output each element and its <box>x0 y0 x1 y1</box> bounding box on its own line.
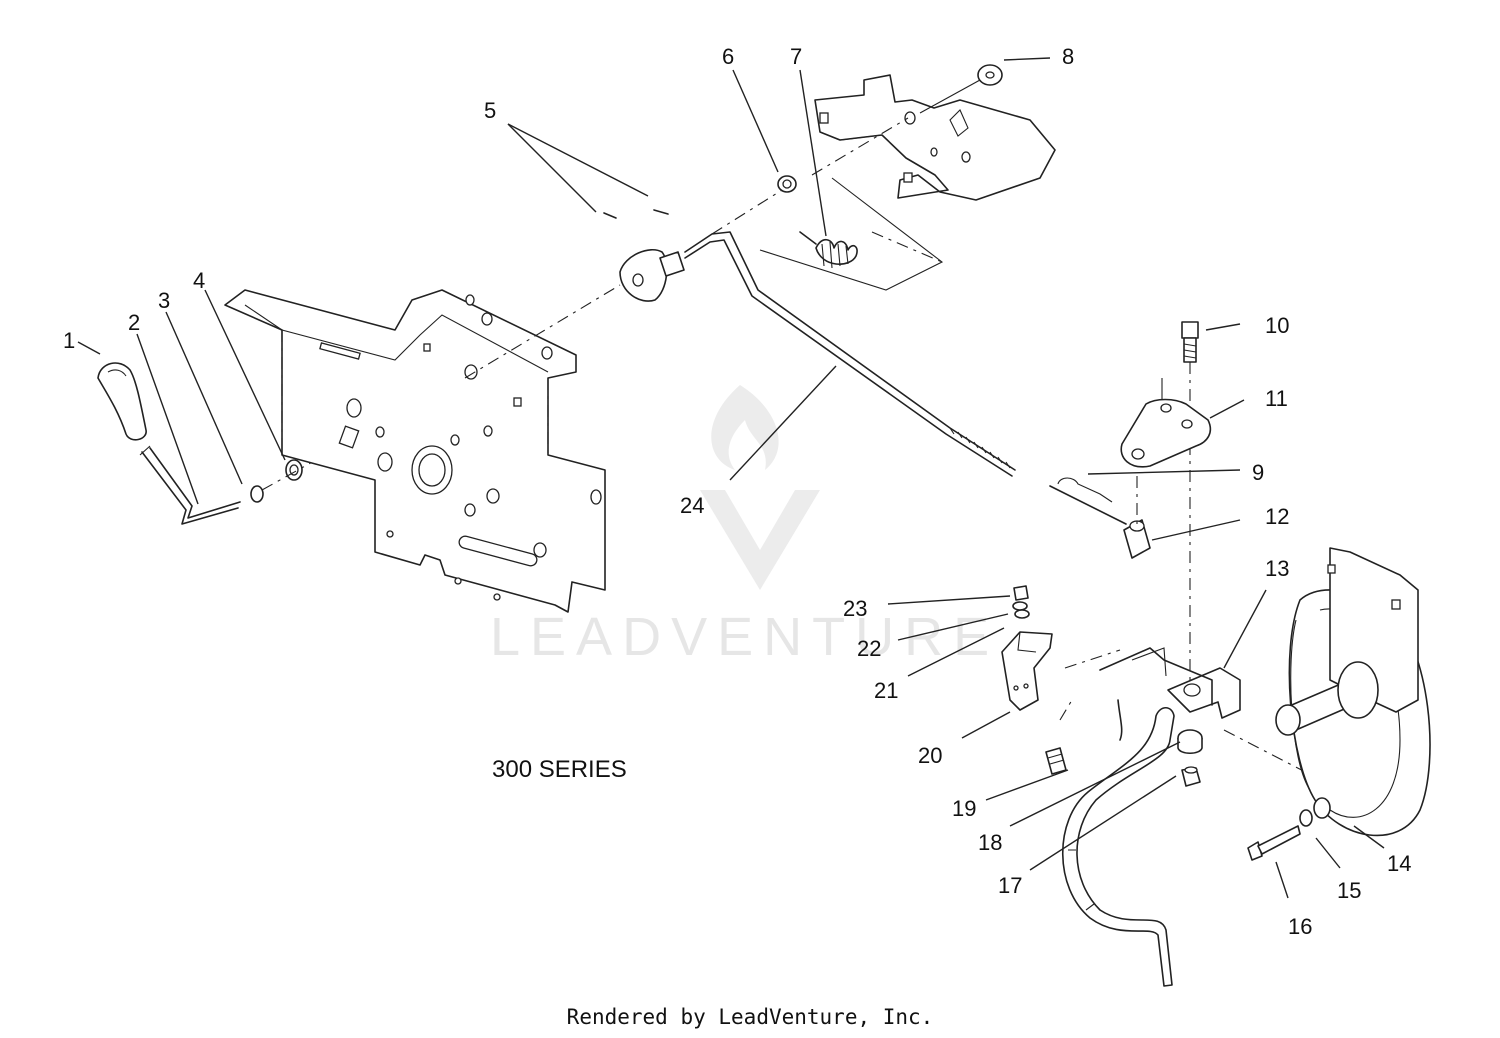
leader-lines <box>77 57 1385 899</box>
frame-plate <box>224 289 606 613</box>
shift-lever <box>139 445 241 525</box>
callout-7: 7 <box>790 44 802 69</box>
watermark-text: LEADVENTURE <box>490 607 999 667</box>
footer-credit: Rendered by LeadVenture, Inc. <box>567 1005 934 1029</box>
callout-9: 9 <box>1252 460 1264 485</box>
callout-19: 19 <box>952 796 976 821</box>
callout-2: 2 <box>128 310 140 335</box>
washer-small <box>250 485 264 503</box>
callout-23: 23 <box>843 596 867 621</box>
callout-20: 20 <box>918 743 942 768</box>
axis-line-bracket <box>1064 649 1121 669</box>
axis-line-upper <box>811 117 909 176</box>
callout-16: 16 <box>1288 914 1312 939</box>
callout-1: 1 <box>63 328 75 353</box>
small-nut <box>1013 585 1029 601</box>
flange-nut <box>1181 766 1201 787</box>
washer-lock <box>1299 809 1313 827</box>
callout-17: 17 <box>998 873 1022 898</box>
callout-10: 10 <box>1265 313 1289 338</box>
series-caption: 300 SERIES <box>492 756 627 783</box>
pin-2 <box>653 209 669 215</box>
callout-24: 24 <box>680 493 704 518</box>
triangle-plate <box>1120 398 1212 468</box>
pin-1 <box>603 212 617 219</box>
link-arm <box>1049 485 1127 525</box>
bolt-top <box>1181 321 1199 363</box>
bushing <box>285 459 303 481</box>
callout-18: 18 <box>978 830 1002 855</box>
axis-line-spring <box>871 231 943 263</box>
shift-cam <box>619 248 685 302</box>
spring-panel-outline <box>759 177 944 291</box>
link-clip <box>1057 477 1113 503</box>
callout-5: 5 <box>484 98 496 123</box>
washer-top <box>977 64 1003 86</box>
upper-bracket <box>814 74 1056 201</box>
callout-6: 6 <box>722 44 734 69</box>
callout-22: 22 <box>857 636 881 661</box>
nut <box>777 175 797 193</box>
callout-15: 15 <box>1337 878 1361 903</box>
axis-line-mid <box>464 284 621 379</box>
collar <box>1123 519 1151 559</box>
lower-bracket <box>1099 647 1241 741</box>
bolt-lower <box>1247 825 1301 861</box>
callout-14: 14 <box>1387 851 1411 876</box>
pulley-shaft <box>1275 661 1379 736</box>
brake-rod <box>1062 706 1175 987</box>
callout-21: 21 <box>874 678 898 703</box>
callout-12: 12 <box>1265 504 1289 529</box>
handle-knob <box>97 362 147 441</box>
callout-11: 11 <box>1265 386 1288 411</box>
callout-3: 3 <box>158 288 170 313</box>
brake-bracket <box>1001 631 1053 711</box>
callout-4: 4 <box>193 268 205 293</box>
washer-guide <box>919 79 981 114</box>
spring <box>799 231 858 269</box>
callout-8: 8 <box>1062 44 1074 69</box>
shift-rod <box>684 231 1016 477</box>
carriage-bolt <box>1045 747 1067 775</box>
small-washer-b <box>1014 609 1030 619</box>
watermark-logo <box>700 385 820 590</box>
callout-13: 13 <box>1265 556 1289 581</box>
small-washer-a <box>1012 601 1028 611</box>
spacer <box>1177 729 1203 755</box>
washer-flat <box>1313 797 1331 819</box>
axis-line-bolt <box>1059 699 1073 721</box>
axis-line-rod <box>711 184 791 235</box>
